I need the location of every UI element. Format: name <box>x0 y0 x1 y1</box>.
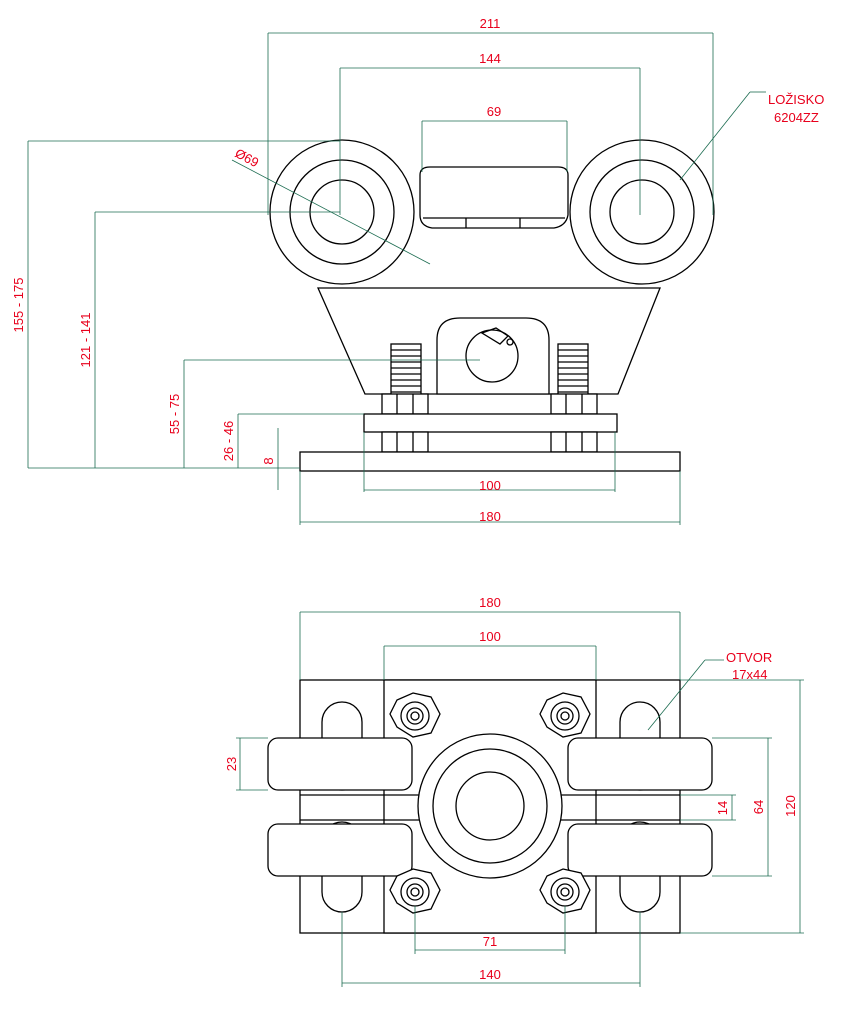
dim-nut-height: 26 - 46 <box>221 421 236 461</box>
dim-bolt-spacing: 100 <box>479 478 501 493</box>
axle-pin <box>465 329 519 383</box>
dim-plate-thickness: 8 <box>261 457 276 464</box>
dim-wheel-diameter: Ø69 <box>233 145 262 170</box>
bearing-label-line2: 6204ZZ <box>774 110 819 125</box>
dim-guide-width: 69 <box>487 104 501 119</box>
hex-nut <box>389 692 441 738</box>
top-view: 180 100 OTVOR 17x44 23 14 64 120 71 140 <box>224 595 804 987</box>
nut <box>550 431 598 453</box>
dim-slot-spacing: 140 <box>479 967 501 982</box>
nut <box>381 431 429 453</box>
dim-top-block-width: 100 <box>479 629 501 644</box>
dim-plate-depth: 120 <box>783 795 798 817</box>
front-view: 211 144 69 Ø69 LOŽISKO 6204ZZ 155 - 175 … <box>11 16 824 525</box>
top-wheel <box>267 823 413 877</box>
hex-nut <box>389 868 441 914</box>
left-bolt <box>390 343 422 397</box>
top-wheel <box>267 737 413 791</box>
dim-top-plate-width: 180 <box>479 595 501 610</box>
central-hub <box>417 733 563 879</box>
nut <box>381 393 429 415</box>
right-bolt <box>557 343 589 397</box>
base-plate <box>299 451 681 472</box>
bearing-label-line1: LOŽISKO <box>768 92 824 107</box>
dim-top-bolt-spacing: 71 <box>483 934 497 949</box>
nut <box>550 393 598 415</box>
top-wheel <box>567 823 713 877</box>
dim-plate-width: 180 <box>479 509 501 524</box>
middle-plate <box>363 413 618 433</box>
top-wheel <box>567 737 713 791</box>
dim-gap: 14 <box>715 801 730 815</box>
guide-block <box>419 166 569 229</box>
dim-wheel-centers: 144 <box>479 51 501 66</box>
dim-wheel-thickness: 23 <box>224 757 239 771</box>
front-dimension-lines <box>27 32 766 525</box>
hex-nut <box>539 692 591 738</box>
top-dimension-lines <box>236 611 804 987</box>
right-wheel <box>569 139 715 285</box>
dim-wheel-span: 64 <box>751 800 766 814</box>
dim-overall-width: 211 <box>480 16 501 31</box>
dim-total-height: 155 - 175 <box>11 278 26 333</box>
slot-label-line2: 17x44 <box>732 667 767 682</box>
dim-bracket-height: 55 - 75 <box>167 394 182 434</box>
dim-axle-height: 121 - 141 <box>78 313 93 368</box>
slot-label-line1: OTVOR <box>726 650 772 665</box>
